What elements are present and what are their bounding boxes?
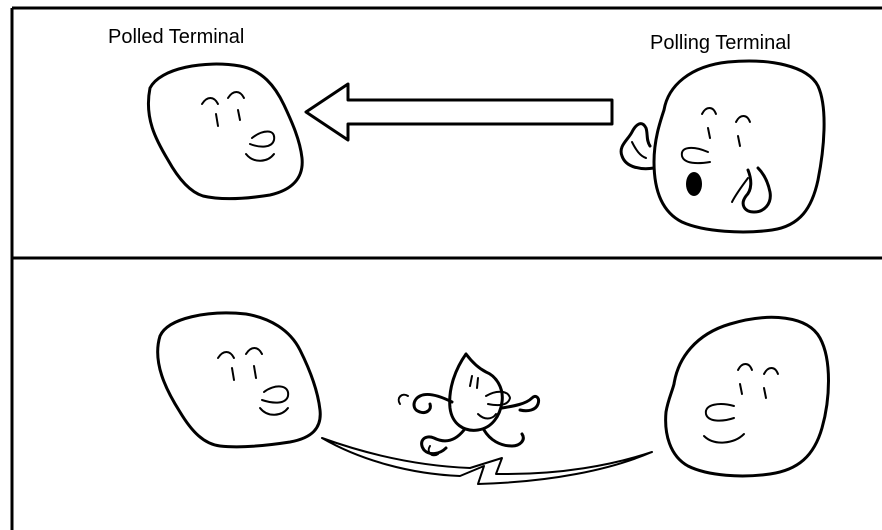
right-terminal-icon — [666, 317, 829, 476]
polled-terminal-icon — [148, 64, 302, 198]
lightning-link-icon — [322, 438, 652, 484]
polling-terminal-icon — [621, 61, 824, 232]
panel-frames — [12, 8, 882, 530]
polling-arrow — [306, 84, 612, 140]
polled-terminal-label: Polled Terminal — [108, 26, 244, 49]
left-terminal-icon — [158, 313, 321, 447]
messenger-figure-icon — [399, 354, 539, 455]
polling-terminal-label: Polling Terminal — [650, 32, 791, 55]
